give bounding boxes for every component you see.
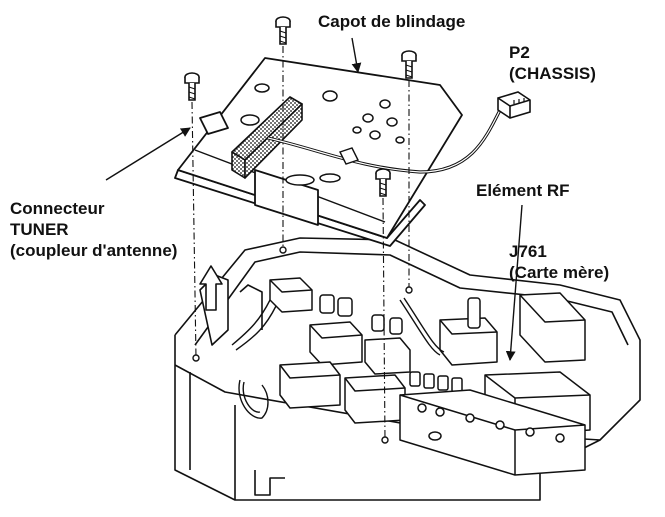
- screw-2: [401, 50, 417, 79]
- label-antenna-coupler: (coupleur d'antenne): [10, 241, 178, 260]
- label-motherboard: (Carte mère): [509, 263, 610, 282]
- label-shield-cover: Capot de blindage: [318, 12, 466, 31]
- label-j761: J761: [509, 242, 547, 261]
- p2-cable: [267, 109, 502, 174]
- label-rf-element: Elément RF: [476, 181, 570, 200]
- screw-3: [184, 72, 200, 101]
- alignment-lines: [191, 46, 410, 441]
- p2-plug: [497, 91, 531, 119]
- leader-arrows: [105, 37, 523, 361]
- shield-cover: [174, 57, 463, 247]
- board-holes: [192, 246, 413, 444]
- label-p2-chassis: (CHASSIS): [509, 64, 596, 83]
- label-p2: P2: [509, 43, 530, 62]
- screws: [184, 16, 417, 197]
- board-wires: [231, 297, 445, 419]
- screw-1: [275, 16, 291, 45]
- tuner-connector-bar: [231, 96, 303, 179]
- label-tuner: TUNER: [10, 220, 69, 239]
- label-tuner-connector: Connecteur: [10, 199, 105, 218]
- insertion-arrow: [199, 265, 223, 311]
- board-components: [269, 277, 591, 476]
- heatsink-holes: [417, 403, 565, 443]
- screw-4: [375, 168, 391, 197]
